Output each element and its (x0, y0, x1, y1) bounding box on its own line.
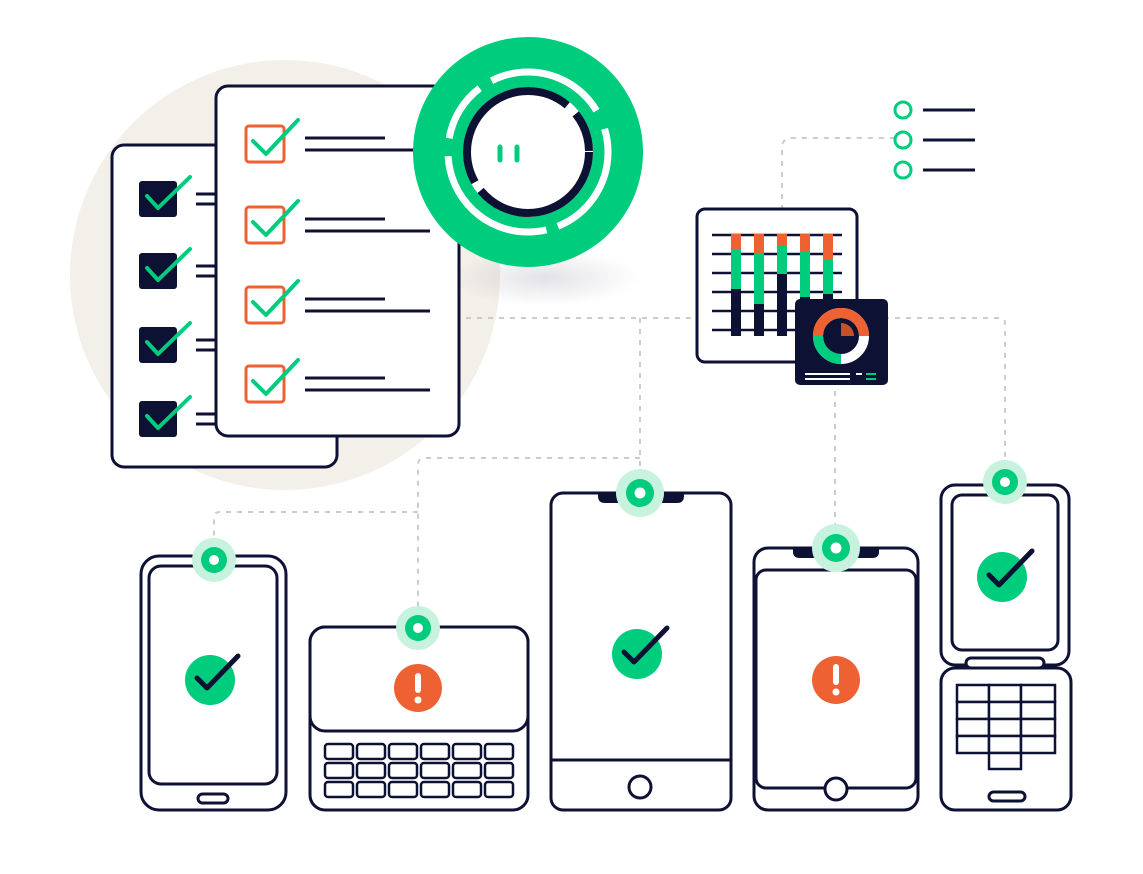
circle-bullet-icon (893, 100, 975, 120)
robot-face-icon (497, 144, 520, 163)
connector-lines (213, 137, 1006, 625)
check-circle-icon (977, 548, 1035, 602)
checkbox-checked-icon (244, 358, 430, 404)
device-smartphone (139, 538, 288, 812)
checklist-front (214, 84, 461, 438)
checkbox-checked-icon (139, 247, 215, 289)
legend-list (893, 100, 975, 180)
check-circle-icon (612, 625, 670, 679)
warning-circle-icon (394, 664, 442, 712)
checkbox-checked-icon (244, 118, 430, 164)
bar (731, 234, 741, 336)
device-keyboard-phone (308, 606, 530, 812)
warning-circle-icon (812, 656, 860, 704)
checkbox-checked-icon (244, 199, 430, 245)
bar (777, 234, 787, 336)
keypad (955, 683, 1057, 771)
checkbox-checked-icon (139, 321, 215, 363)
checkbox-checked-icon (139, 395, 215, 437)
bar (754, 234, 764, 336)
checkbox-checked-icon (244, 279, 430, 325)
circle-bullet-icon (893, 130, 975, 150)
donut-chart-card (795, 299, 888, 385)
device-flip-phone (939, 460, 1073, 812)
check-circle-icon (185, 653, 241, 705)
device-tablet-small (752, 524, 920, 812)
checkbox-checked-icon (139, 175, 215, 217)
device-tablet (549, 469, 733, 812)
keypad (323, 742, 515, 799)
robot-badge (413, 37, 643, 306)
circle-bullet-icon (893, 160, 975, 180)
